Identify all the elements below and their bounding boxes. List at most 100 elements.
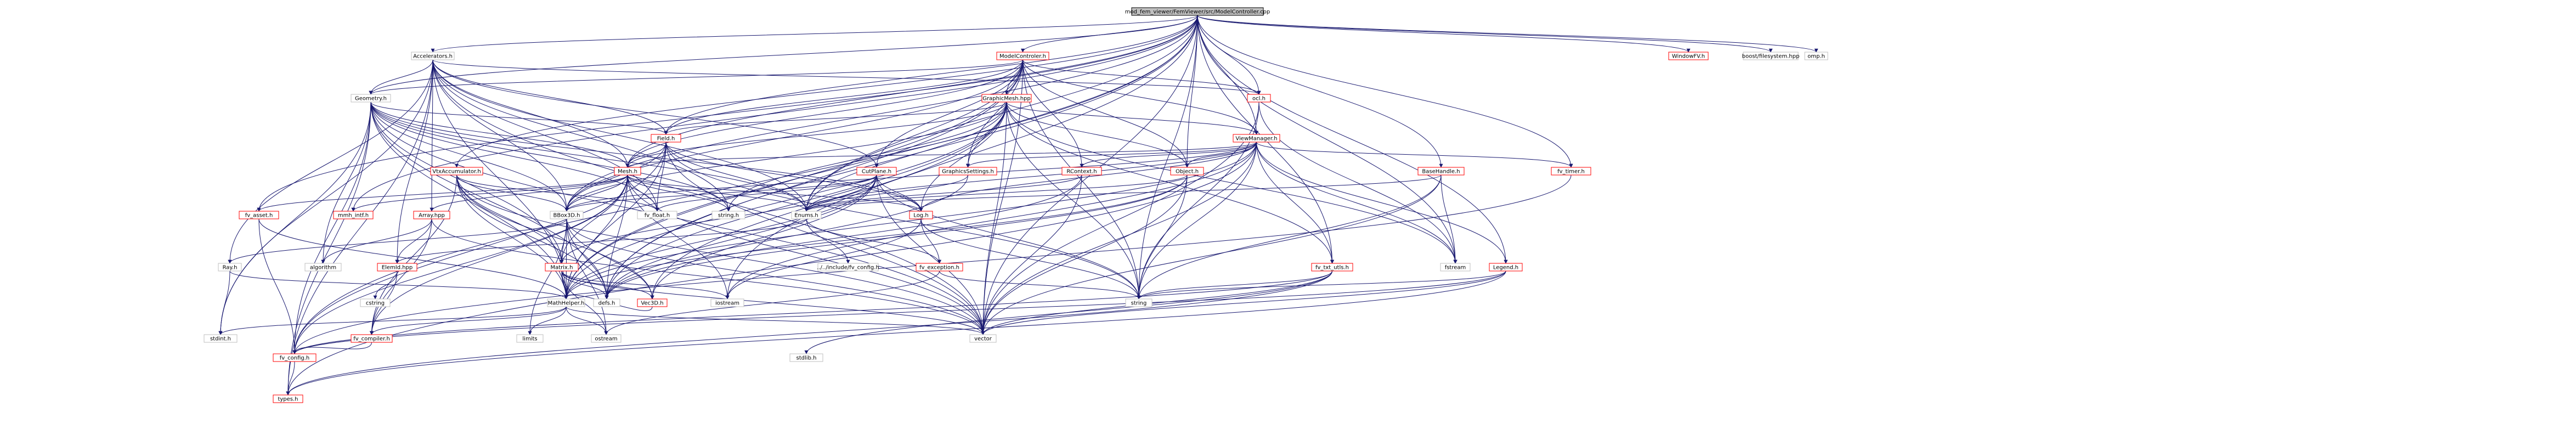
edge-enums-h-to-elemid-hpp [395,218,807,264]
node-fv-asset-h[interactable]: fv_asset.h [239,211,279,219]
edge-field-h-to-enums-h [665,142,809,212]
edge-viewmanager-h-to-legend-h [1256,142,1508,264]
edge-vtxaccumulator-h-to-vec3d-h [456,174,654,300]
node-vec3d-h[interactable]: Vec3D.h [637,298,668,307]
node-box [333,211,374,219]
edge-ocl-h-to-vector [981,101,1259,335]
node-box [273,353,317,362]
edge-array-hpp-to-algorithm [321,218,432,264]
node-label: Object.h [1176,169,1199,175]
edge-matrix-h-to-iostream [561,270,730,300]
node-rcontext-h[interactable]: RContext.h [1061,167,1102,176]
node-vtxaccumulator-h[interactable]: VtxAccumulator.h [430,167,483,176]
node-label: vector [974,336,992,342]
edge-bbox3d-h-to-ostream [566,218,608,335]
node-bbox3d-h: BBox3D.h [550,211,584,219]
node-basehandle-h[interactable]: BaseHandle.h [1417,167,1465,176]
node-mmh-intf-h[interactable]: mmh_intf.h [333,211,374,219]
node-omp-h: omp.h [1804,52,1828,60]
node-matrix-h[interactable]: Matrix.h [545,263,579,272]
node-fv-config-h[interactable]: fv_config.h [273,353,317,362]
edge-root-to-vtxaccumulator-h [455,15,1198,168]
edge-cutplane-h-to-bbox3d-h [564,174,877,212]
edge-modelcontroler-h-to-geometry-h [369,59,1023,95]
node-fv-timer-h[interactable]: fv_timer.h [1551,167,1591,176]
edge-field-h-to-vector [665,142,985,335]
edge-graphicmesh-hpp-to-mesh-h [625,101,1007,168]
node-cutplane-h[interactable]: CutPlane.h [856,167,897,176]
node-label: ViewManager.h [1235,136,1277,142]
node-label: ostream [595,336,617,342]
node-fv-txt-utls-h[interactable]: fv_txt_utls.h [1311,263,1353,272]
edge-array-hpp-to-vector [431,218,985,335]
edge-graphicmesh-hpp-to-mathhelper-h [564,101,1007,300]
edge-modelcontroler-h-to-rcontext-h [1023,59,1084,168]
edge-mathhelper-h-to-fv-compiler-h [370,306,567,335]
edge-accelerators-h-to-geometry-h [369,59,433,95]
edge-bbox3d-h-to-vec3d-h [566,218,654,300]
node-fv-float-h: fv_float.h [637,211,677,219]
node-label: mod_fem_viewer/FemViewer/src/ModelContro… [1125,9,1270,15]
node-label: limits [522,336,537,342]
edge-modelcontroler-h-to-defs-h [605,59,1023,300]
node-array-hpp[interactable]: Array.hpp [413,211,450,219]
edge-ocl-h-to-string [1137,101,1259,300]
edge-mesh-h-to-vector [627,174,985,335]
node-label: Ray.h [223,265,238,271]
node-ocl-h[interactable]: ocl.h [1247,94,1271,103]
node-label: fv_txt_utls.h [1315,265,1349,271]
node-box [273,394,303,403]
node-box [377,263,417,272]
edge-graphicmesh-hpp-to-string [1006,101,1141,300]
node-graphicmesh-hpp[interactable]: GraphicMesh.hpp [981,94,1032,103]
node-root: mod_fem_viewer/FemViewer/src/ModelContro… [1125,7,1270,16]
node-box [981,94,1032,103]
edge-modelcontroler-h-to-mesh-h [625,59,1023,168]
edge-graphicmesh-hpp-to-fstream [1006,101,1458,264]
node-fv-exception-h[interactable]: fv_exception.h [916,263,963,272]
node-box [637,298,668,307]
edge-elemid-hpp-to-cstring [373,270,398,300]
node-label: GraphicMesh.hpp [982,96,1031,102]
edge-graphicmesh-hpp-to-bbox3d-h [564,101,1007,212]
node-legend-h[interactable]: Legend.h [1489,263,1523,272]
node-label: mmh_intf.h [338,213,369,219]
node-stdint-h: stdint.h [204,334,238,343]
node-fv-compiler-h[interactable]: fv_compiler.h [351,334,393,343]
node-windowfv-h[interactable]: WindowFV.h [1668,52,1709,60]
edge-modelcontroler-h-to-graphicssettings-h [966,59,1023,168]
edge-log-h-to-fv-exception-h [920,218,941,264]
node-box [591,334,622,343]
node-modelcontroler-h[interactable]: ModelControler.h [996,52,1049,60]
edge-object-h-to-mathhelper-h [564,174,1188,300]
node-types-h[interactable]: types.h [273,394,303,403]
edge-object-h-to-vector [981,174,1188,335]
node-box [1489,263,1523,272]
node-elemid-hpp[interactable]: ElemId.hpp [377,263,417,272]
node-label: boost/filesystem.hpp [1742,54,1800,60]
node-box [593,298,620,307]
node-object-h[interactable]: Object.h [1170,167,1204,176]
node-log-h[interactable]: Log.h [909,211,933,219]
node-field-h[interactable]: Field.h [651,134,681,143]
edge-viewmanager-h-to-types-h [286,142,1257,396]
edge-basehandle-h-to-string [1137,174,1442,300]
node-viewmanager-h[interactable]: ViewManager.h [1233,134,1280,143]
edge-mesh-h-to-log-h [627,174,923,212]
node-label: fv_compiler.h [353,336,390,342]
node-box [1061,167,1102,176]
edge-field-h-to-log-h [665,142,923,212]
node-string: string [1125,298,1153,307]
edge-mesh-h-to-mathhelper-h [564,174,628,300]
node-mesh-h[interactable]: Mesh.h [614,167,641,176]
node-box [1311,263,1353,272]
edge-vtxaccumulator-h-to-bbox3d-h [456,174,569,212]
edge-mathhelper-h-to-stdint-h [218,306,567,335]
edge-root-to-bbox3d-h [564,15,1198,212]
node-graphicssettings-h[interactable]: GraphicsSettings.h [939,167,997,176]
edge-bbox3d-h-to-ray-h [228,218,567,264]
edge-vtxaccumulator-h-to-matrix-h [456,174,564,264]
node-label: ElemId.hpp [382,265,413,271]
edge-root-to-fv-asset-h [257,15,1198,212]
